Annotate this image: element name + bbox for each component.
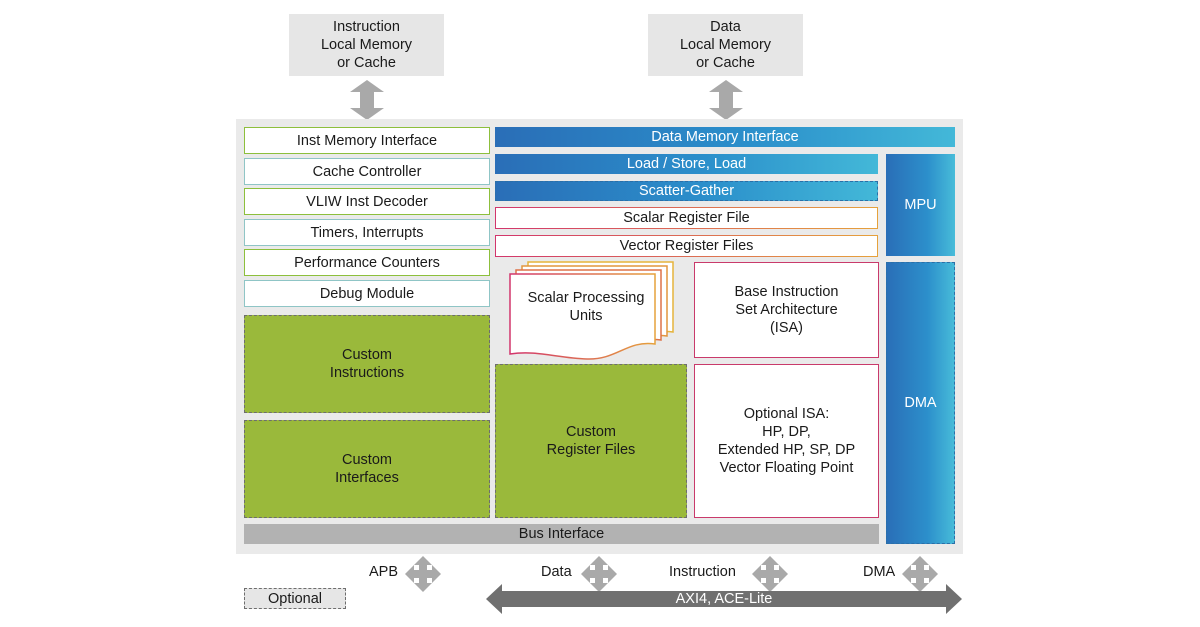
scatter-gather-bar: Scatter-Gather <box>495 181 878 201</box>
custom-instructions-label: Custom Instructions <box>329 347 405 381</box>
base-isa-label: Base Instruction Set Architecture (ISA) <box>734 284 839 336</box>
performance-counters-box: Performance Counters <box>244 249 490 276</box>
scalar-processing-units-text-area: Scalar Processing Units <box>512 278 660 336</box>
data-port-label: Data <box>541 564 572 580</box>
dma-block-label: DMA <box>904 395 937 411</box>
scalar-register-file-label: Scalar Register File <box>623 210 750 226</box>
axi-bus-label-area: AXI4, ACE-Lite <box>502 590 946 608</box>
cache-controller-box: Cache Controller <box>244 158 490 185</box>
mpu-label: MPU <box>904 197 937 213</box>
custom-register-files-label: Custom Register Files <box>546 424 636 458</box>
vector-register-files-label: Vector Register Files <box>619 238 754 254</box>
dma-block: DMA <box>886 262 955 544</box>
optional-isa-box: Optional ISA: HP, DP, Extended HP, SP, D… <box>694 364 879 518</box>
scalar-register-file-box: Scalar Register File <box>495 207 878 229</box>
optional-isa-label: Optional ISA: HP, DP, Extended HP, SP, D… <box>717 406 856 476</box>
instruction-port-arrow-icon <box>752 556 788 592</box>
dma-port-arrow-icon <box>902 556 938 592</box>
inst-memory-interface-box: Inst Memory Interface <box>244 127 490 154</box>
mpu-block: MPU <box>886 154 955 256</box>
instruction-memory-label: Instruction Local Memory or Cache <box>320 19 413 71</box>
vector-register-files-box: Vector Register Files <box>495 235 878 257</box>
axi-bus-label: AXI4, ACE-Lite <box>675 591 773 607</box>
axi-bus-arrow-icon <box>486 584 962 614</box>
timers-interrupts-label: Timers, Interrupts <box>310 224 424 241</box>
custom-interfaces-label: Custom Interfaces <box>335 452 399 486</box>
inst-memory-interface-label: Inst Memory Interface <box>296 132 438 149</box>
custom-register-files-block: Custom Register Files <box>495 364 687 518</box>
base-isa-box: Base Instruction Set Architecture (ISA) <box>694 262 879 358</box>
apb-port-arrow-icon <box>405 556 441 592</box>
scatter-gather-label: Scatter-Gather <box>638 183 735 199</box>
bus-interface-label: Bus Interface <box>518 526 605 542</box>
data-port-arrow-icon <box>581 556 617 592</box>
optional-legend-label: Optional <box>267 590 322 607</box>
data-memory-interface-label: Data Memory Interface <box>651 129 799 145</box>
bus-interface-bar: Bus Interface <box>244 524 879 544</box>
data-memory-arrow-icon <box>709 80 743 120</box>
cache-controller-label: Cache Controller <box>312 163 422 180</box>
debug-module-box: Debug Module <box>244 280 490 307</box>
performance-counters-label: Performance Counters <box>294 254 440 271</box>
debug-module-label: Debug Module <box>319 285 415 302</box>
timers-interrupts-box: Timers, Interrupts <box>244 219 490 246</box>
apb-port-label: APB <box>369 564 399 580</box>
vliw-inst-decoder-label: VLIW Inst Decoder <box>306 193 428 210</box>
data-memory-block: Data Local Memory or Cache <box>648 14 803 76</box>
custom-instructions-block: Custom Instructions <box>244 315 490 413</box>
custom-interfaces-block: Custom Interfaces <box>244 420 490 518</box>
load-store-bar: Load / Store, Load <box>495 154 878 174</box>
data-memory-interface-bar: Data Memory Interface <box>495 127 955 147</box>
load-store-label: Load / Store, Load <box>626 156 747 172</box>
data-memory-label: Data Local Memory or Cache <box>679 19 772 71</box>
scalar-processing-units-label: Scalar Processing Units <box>527 290 645 324</box>
dma-port-label: DMA <box>863 564 896 580</box>
vliw-inst-decoder-box: VLIW Inst Decoder <box>244 188 490 215</box>
optional-legend-box: Optional <box>244 588 346 609</box>
instruction-memory-arrow-icon <box>350 80 384 120</box>
scalar-processing-units-stack <box>509 261 674 360</box>
instruction-memory-block: Instruction Local Memory or Cache <box>289 14 444 76</box>
instruction-port-label: Instruction <box>669 564 736 580</box>
